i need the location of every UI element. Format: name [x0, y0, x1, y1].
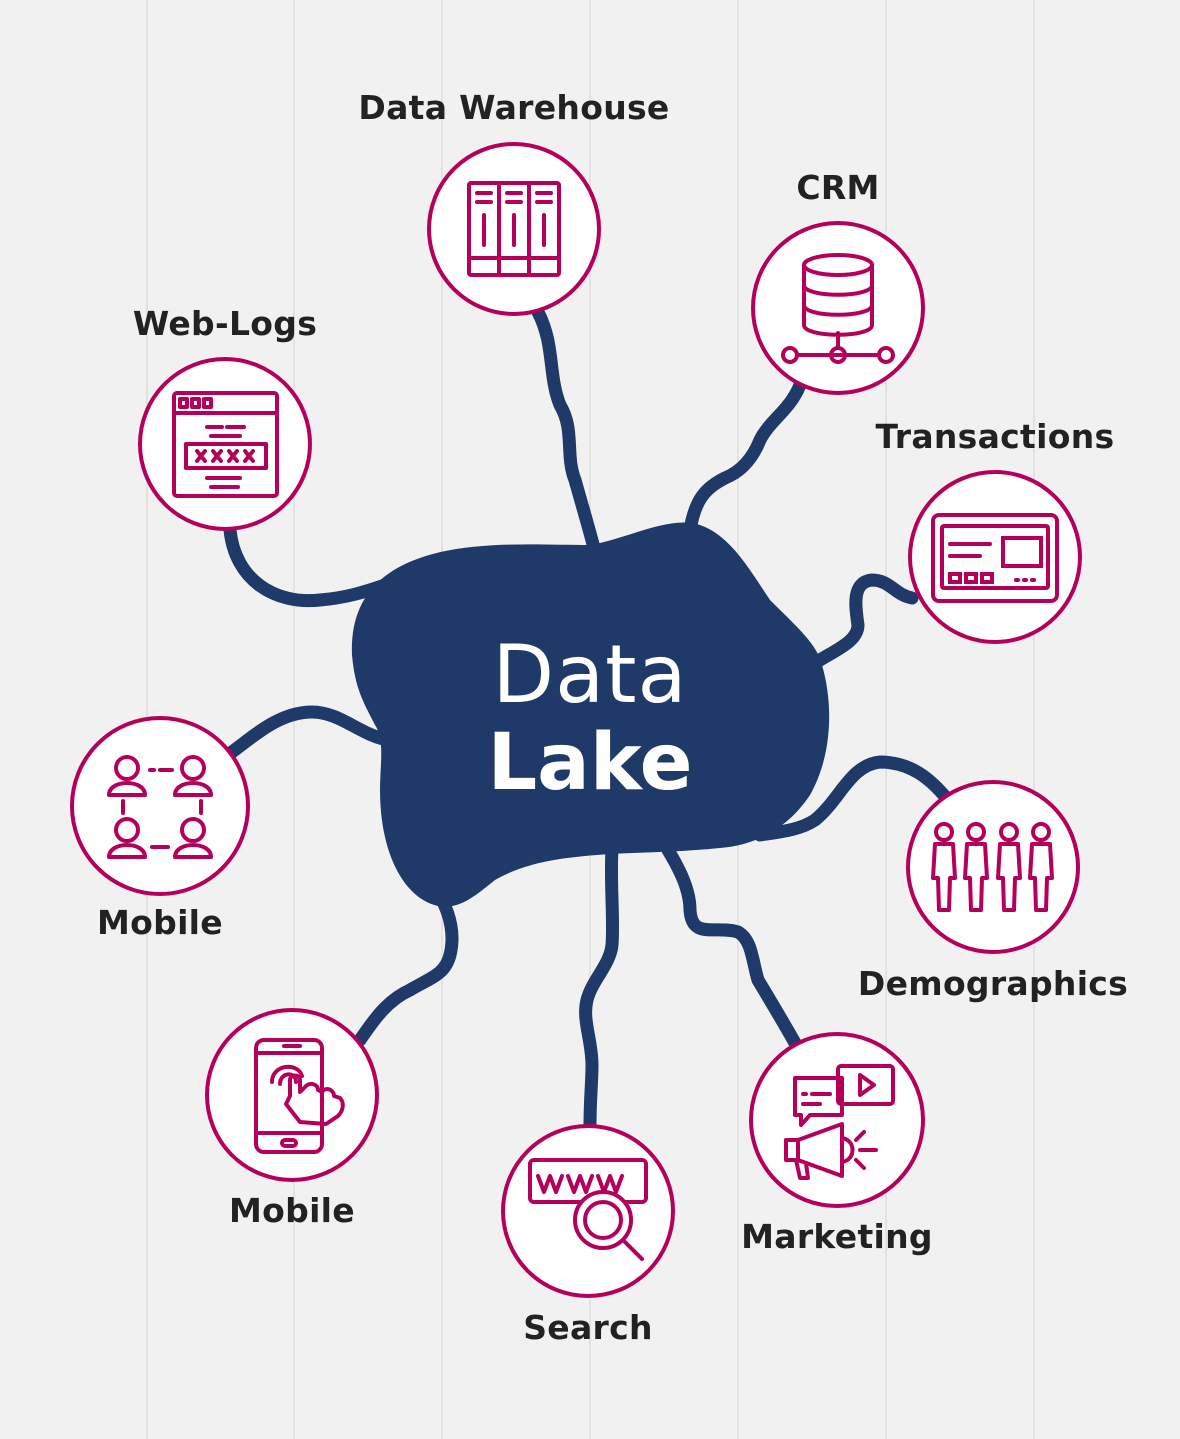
- label-crm: CRM: [796, 168, 880, 207]
- pos-terminal-icon: [931, 513, 1059, 603]
- browser-login-icon: [172, 391, 279, 498]
- label-mobile-touch: Mobile: [229, 1191, 355, 1230]
- connector-search: [579, 843, 620, 1132]
- connector-mobile-touch: [353, 893, 459, 1047]
- user-network-icon: [107, 755, 213, 859]
- label-transactions: Transactions: [875, 417, 1115, 456]
- people-group-icon: [931, 822, 1054, 912]
- label-web-logs: Web-Logs: [132, 304, 318, 343]
- data-lake-title-line1: Data: [492, 628, 688, 721]
- database-icon: [781, 253, 895, 364]
- smartphone-touch-icon: [254, 1038, 345, 1154]
- server-rack-icon: [467, 181, 561, 277]
- connector-demographics: [753, 755, 955, 842]
- label-demographics: Demographics: [857, 964, 1129, 1003]
- connector-lines: [223, 305, 955, 1132]
- connector-mobile-network: [225, 705, 395, 759]
- connector-crm: [683, 378, 807, 537]
- data-lake-title-line2: Lake: [487, 718, 693, 808]
- label-mobile-network: Mobile: [97, 903, 223, 942]
- connector-marketing: [661, 843, 802, 1050]
- megaphone-icon: [784, 1064, 895, 1180]
- label-marketing: Marketing: [741, 1217, 933, 1256]
- web-search-icon: [528, 1158, 648, 1261]
- label-data-warehouse: Data Warehouse: [358, 88, 670, 127]
- data-lake-shape: [351, 522, 830, 907]
- connector-data-warehouse: [531, 305, 601, 555]
- connector-web-logs: [223, 523, 392, 608]
- label-search: Search: [523, 1308, 653, 1347]
- connector-transactions: [813, 573, 919, 667]
